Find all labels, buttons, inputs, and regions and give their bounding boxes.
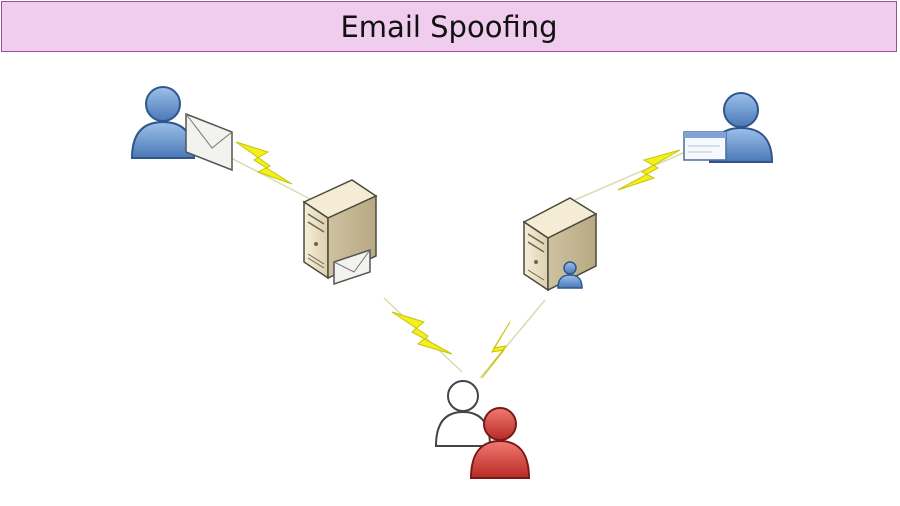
browser-window-icon: [683, 131, 727, 161]
slide-title: Email Spoofing: [340, 9, 558, 44]
lightning-bolt-icon: [391, 311, 453, 355]
sender-user-icon: [130, 86, 196, 159]
connection-lines: [211, 147, 691, 379]
impersonated-user-icon: [434, 380, 492, 447]
lightning-bolts: [235, 141, 681, 379]
connection-server-to-recipient: [574, 149, 691, 201]
lightning-bolt-icon: [481, 321, 511, 379]
recipient-mail-server-icon: [522, 197, 598, 292]
email-envelope-icon: [185, 112, 233, 172]
attacker-user-icon: [469, 407, 531, 479]
connection-attacker-to-server: [479, 299, 546, 379]
lightning-bolt-icon: [617, 149, 681, 191]
lightning-bolt-icon: [235, 141, 293, 185]
email-envelope-icon: [333, 248, 371, 286]
mini-user-icon: [557, 261, 583, 289]
title-bar: Email Spoofing: [1, 1, 897, 52]
